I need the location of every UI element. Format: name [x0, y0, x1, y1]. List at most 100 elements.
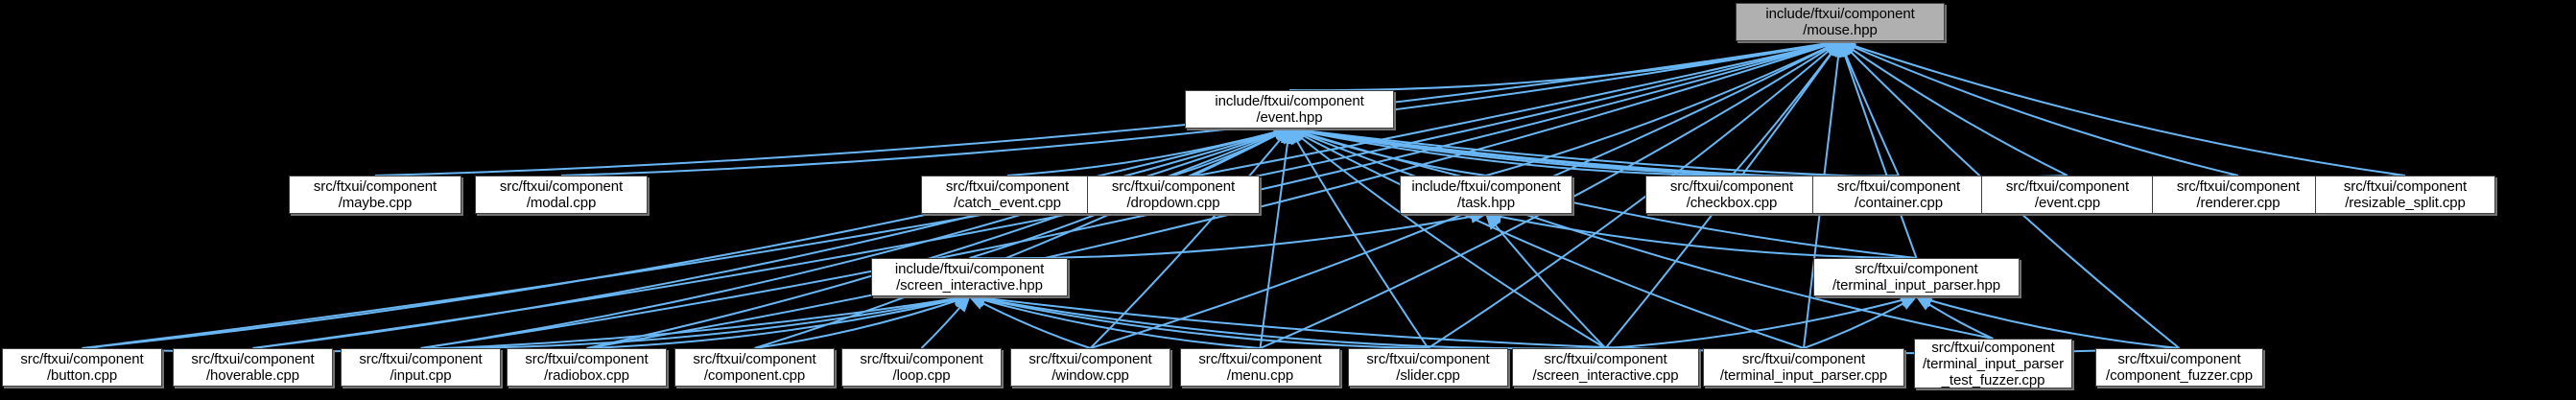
graph-node-terminal_input_parser_test_fuzzer_cpp[interactable]: src/ftxui/component/terminal_input_parse… [1914, 339, 2072, 388]
node-label-line2: /terminal_input_parser.cpp [1719, 367, 1888, 384]
node-label-line3: _test_fuzzer.cpp [1941, 371, 2045, 388]
graph-node-event_cpp[interactable]: src/ftxui/component/event.cpp [1981, 176, 2154, 214]
graph-edge-button_cpp-to-screen_interactive_hpp [82, 292, 972, 353]
graph-node-catch_event_cpp[interactable]: src/ftxui/component/catch_event.cpp [921, 176, 1094, 214]
node-label-line2: /radiobox.cpp [544, 367, 629, 384]
node-label-line1: include/ftxui/component [894, 261, 1045, 277]
node-label-line2: /task.hpp [1457, 195, 1515, 211]
graph-edge-radiobox_cpp-to-screen_interactive_hpp [586, 293, 972, 349]
graph-edge-renderer_cpp-to-mouse_hpp [1838, 40, 2239, 176]
graph-edge-terminal_input_parser_hpp-to-task_hpp [1484, 210, 1917, 259]
node-label-line2: /loop.cpp [892, 367, 951, 384]
graph-node-checkbox_cpp[interactable]: src/ftxui/component/checkbox.cpp [1645, 176, 1818, 214]
node-label-line2: /renderer.cpp [2196, 195, 2281, 211]
node-label-line1: src/ftxui/component [1741, 351, 1866, 367]
graph-edge-resizable_split_cpp-to-mouse_hpp [1838, 39, 2406, 176]
node-label-line1: src/ftxui/component [1028, 351, 1152, 367]
node-label-line1: src/ftxui/component [191, 351, 315, 367]
graph-node-menu_cpp[interactable]: src/ftxui/component/menu.cpp [1180, 348, 1340, 387]
node-label-line1: src/ftxui/component [2117, 351, 2241, 367]
graph-node-mouse_hpp[interactable]: include/ftxui/component/mouse.hpp [1736, 3, 1945, 41]
graph-edge-slider_cpp-to-event_hpp [1288, 127, 1430, 349]
node-label-line1: src/ftxui/component [693, 351, 816, 367]
graph-edge-hoverable_cpp-to-mouse_hpp [252, 38, 1842, 349]
graph-edge-screen_interactive_cpp-to-screen_interactive_hpp [967, 292, 1606, 350]
graph-edge-component_cpp-to-event_hpp [754, 128, 1291, 349]
node-label-line2: /container.cpp [1855, 195, 1943, 211]
graph-edge-terminal_input_parser_test_fuzzer_cpp-to-event_hpp [1288, 128, 1994, 340]
graph-edge-menu_cpp-to-event_hpp [1259, 127, 1294, 349]
graph-node-container_cpp[interactable]: src/ftxui/component/container.cpp [1812, 176, 1985, 214]
graph-edge-terminal_input_parser_hpp-to-event_hpp [1288, 126, 1917, 259]
graph-edge-terminal_input_parser_cpp-to-terminal_input_parser_hpp [1803, 295, 1919, 349]
graph-edge-loop_cpp-to-screen_interactive_hpp [920, 294, 971, 349]
node-label-line1: src/ftxui/component [2005, 178, 2130, 195]
node-label-line2: /menu.cpp [1226, 367, 1294, 384]
graph-node-maybe_cpp[interactable]: src/ftxui/component/maybe.cpp [289, 176, 461, 214]
graph-edge-event_cpp-to-mouse_hpp [1838, 39, 2068, 176]
graph-edge-button_cpp-to-event_hpp [82, 126, 1291, 349]
graph-node-renderer_cpp[interactable]: src/ftxui/component/renderer.cpp [2152, 176, 2325, 214]
node-label-line2: /screen_interactive.cpp [1532, 367, 1679, 384]
graph-edge-input_cpp-to-mouse_hpp [420, 38, 1842, 349]
node-label-line2: /component_fuzzer.cpp [2106, 367, 2253, 384]
node-label-line1: src/ftxui/component [2343, 178, 2468, 195]
graph-node-screen_interactive_cpp[interactable]: src/ftxui/component/screen_interactive.c… [1512, 348, 1699, 387]
graph-node-modal_cpp[interactable]: src/ftxui/component/modal.cpp [475, 176, 648, 214]
graph-edge-modal_cpp-to-mouse_hpp [560, 36, 1842, 176]
node-label-line2: /terminal_input_parser [1922, 355, 2065, 372]
node-label-line1: src/ftxui/component [1198, 351, 1322, 367]
node-label-line2: /dropdown.cpp [1126, 195, 1220, 211]
node-label-line1: src/ftxui/component [20, 351, 144, 367]
graph-edge-maybe_cpp-to-mouse_hpp [374, 36, 1842, 176]
graph-node-task_hpp[interactable]: include/ftxui/component/task.hpp [1400, 176, 1572, 214]
graph-edge-terminal_input_parser_test_fuzzer_cpp-to-terminal_input_parser_hpp [1914, 294, 1994, 340]
node-label-line1: src/ftxui/component [499, 178, 624, 195]
node-label-line1: src/ftxui/component [525, 351, 649, 367]
graph-edge-container_cpp-to-event_hpp [1288, 124, 1900, 177]
graph-node-button_cpp[interactable]: src/ftxui/component/button.cpp [2, 348, 162, 387]
graph-node-component_cpp[interactable]: src/ftxui/component/component.cpp [674, 348, 835, 387]
node-label-line1: include/ftxui/component [1411, 178, 1561, 195]
node-label-line2: /modal.cpp [526, 195, 597, 211]
graph-node-resizable_split_cpp[interactable]: src/ftxui/component/resizable_split.cpp [2315, 176, 2495, 214]
graph-node-terminal_input_parser_cpp[interactable]: src/ftxui/component/terminal_input_parse… [1703, 348, 1904, 387]
graph-edge-screen_interactive_cpp-to-terminal_input_parser_hpp [1605, 294, 1919, 349]
node-label-line1: src/ftxui/component [2176, 178, 2301, 195]
graph-node-terminal_input_parser_hpp[interactable]: src/ftxui/component/terminal_input_parse… [1813, 258, 2020, 296]
node-label-line2: /component.cpp [703, 367, 806, 384]
node-label-line2: /maybe.cpp [338, 195, 413, 211]
graph-edge-terminal_input_parser_cpp-to-event_hpp [1288, 128, 1805, 349]
graph-edge-screen_interactive_cpp-to-event_hpp [1288, 127, 1607, 349]
graph-node-radiobox_cpp[interactable]: src/ftxui/component/radiobox.cpp [507, 348, 667, 387]
graph-node-input_cpp[interactable]: src/ftxui/component/input.cpp [341, 348, 501, 387]
graph-edge-input_cpp-to-event_hpp [420, 127, 1291, 349]
node-label-line2: /slider.cpp [1396, 367, 1460, 384]
graph-node-window_cpp[interactable]: src/ftxui/component/window.cpp [1010, 348, 1170, 387]
node-label-line2: /button.cpp [46, 367, 118, 384]
graph-edge-menu_cpp-to-screen_interactive_hpp [967, 294, 1261, 349]
node-label-line2: /event.hpp [1256, 109, 1323, 126]
node-label-line1: src/ftxui/component [860, 351, 983, 367]
node-label-line2: /catch_event.cpp [954, 195, 1061, 211]
graph-node-hoverable_cpp[interactable]: src/ftxui/component/hoverable.cpp [173, 348, 333, 387]
node-label-line1: src/ftxui/component [1669, 178, 1794, 195]
graph-edge-checkbox_cpp-to-event_hpp [1288, 125, 1733, 176]
node-label-line1: src/ftxui/component [1544, 351, 1667, 367]
graph-node-dropdown_cpp[interactable]: src/ftxui/component/dropdown.cpp [1087, 176, 1260, 214]
node-label-line2: /input.cpp [390, 367, 452, 384]
node-label-line1: include/ftxui/component [1765, 6, 1915, 22]
graph-node-loop_cpp[interactable]: src/ftxui/component/loop.cpp [841, 348, 1002, 387]
graph-node-event_hpp[interactable]: include/ftxui/component/event.hpp [1185, 90, 1394, 129]
node-label-line1: src/ftxui/component [1111, 178, 1236, 195]
graph-node-slider_cpp[interactable]: src/ftxui/component/slider.cpp [1348, 348, 1508, 387]
node-label-line1: src/ftxui/component [1855, 261, 1978, 277]
graph-node-screen_interactive_hpp[interactable]: include/ftxui/component/screen_interacti… [871, 258, 1068, 296]
graph-node-component_fuzzer_cpp[interactable]: src/ftxui/component/component_fuzzer.cpp [2095, 348, 2263, 387]
graph-edge-catch_event_cpp-to-event_hpp [1006, 126, 1291, 176]
node-label-line2: /checkbox.cpp [1686, 195, 1778, 211]
graph-edge-component_fuzzer_cpp-to-terminal_input_parser_hpp [1914, 294, 2180, 349]
graph-edge-component_cpp-to-screen_interactive_hpp [754, 294, 972, 349]
